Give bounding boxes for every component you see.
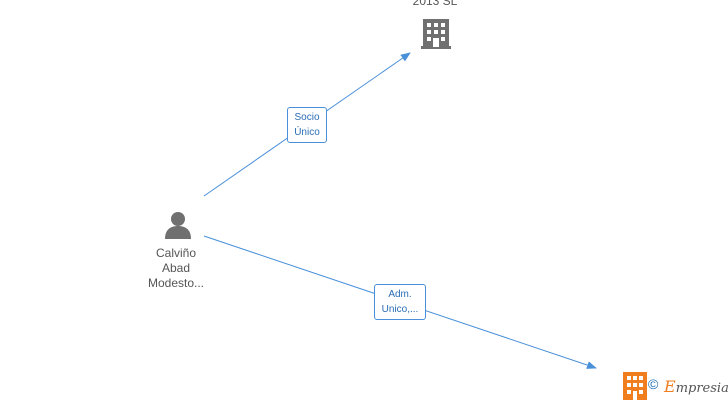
person-label-line: Modesto... [147,276,205,290]
person-icon[interactable] [164,211,192,239]
person-label-line: Calviño [155,246,197,260]
edge-label-line: Adm. [388,289,412,300]
brand-watermark: © Empresia [620,368,728,400]
building-icon[interactable] [421,17,451,49]
person-label[interactable]: Calviño Abad Modesto... [136,246,216,291]
edge-label-line: Socio [294,112,320,123]
edge-label-socio-unico[interactable]: Socio Único [287,107,327,143]
edge-label-line: Único [294,127,320,138]
copyright-symbol: © [648,376,659,392]
brand-name-rest: mpresia [675,381,728,396]
company-top-label[interactable]: 2013 SL [412,0,458,8]
edge-label-adm-unico[interactable]: Adm. Unico,... [374,284,426,320]
person-label-line: Abad [161,261,191,275]
building-icon[interactable] [622,371,648,400]
brand-initial: E [664,377,676,396]
brand-name: Empresia [664,377,728,396]
edge-label-line: Unico,... [381,304,419,315]
